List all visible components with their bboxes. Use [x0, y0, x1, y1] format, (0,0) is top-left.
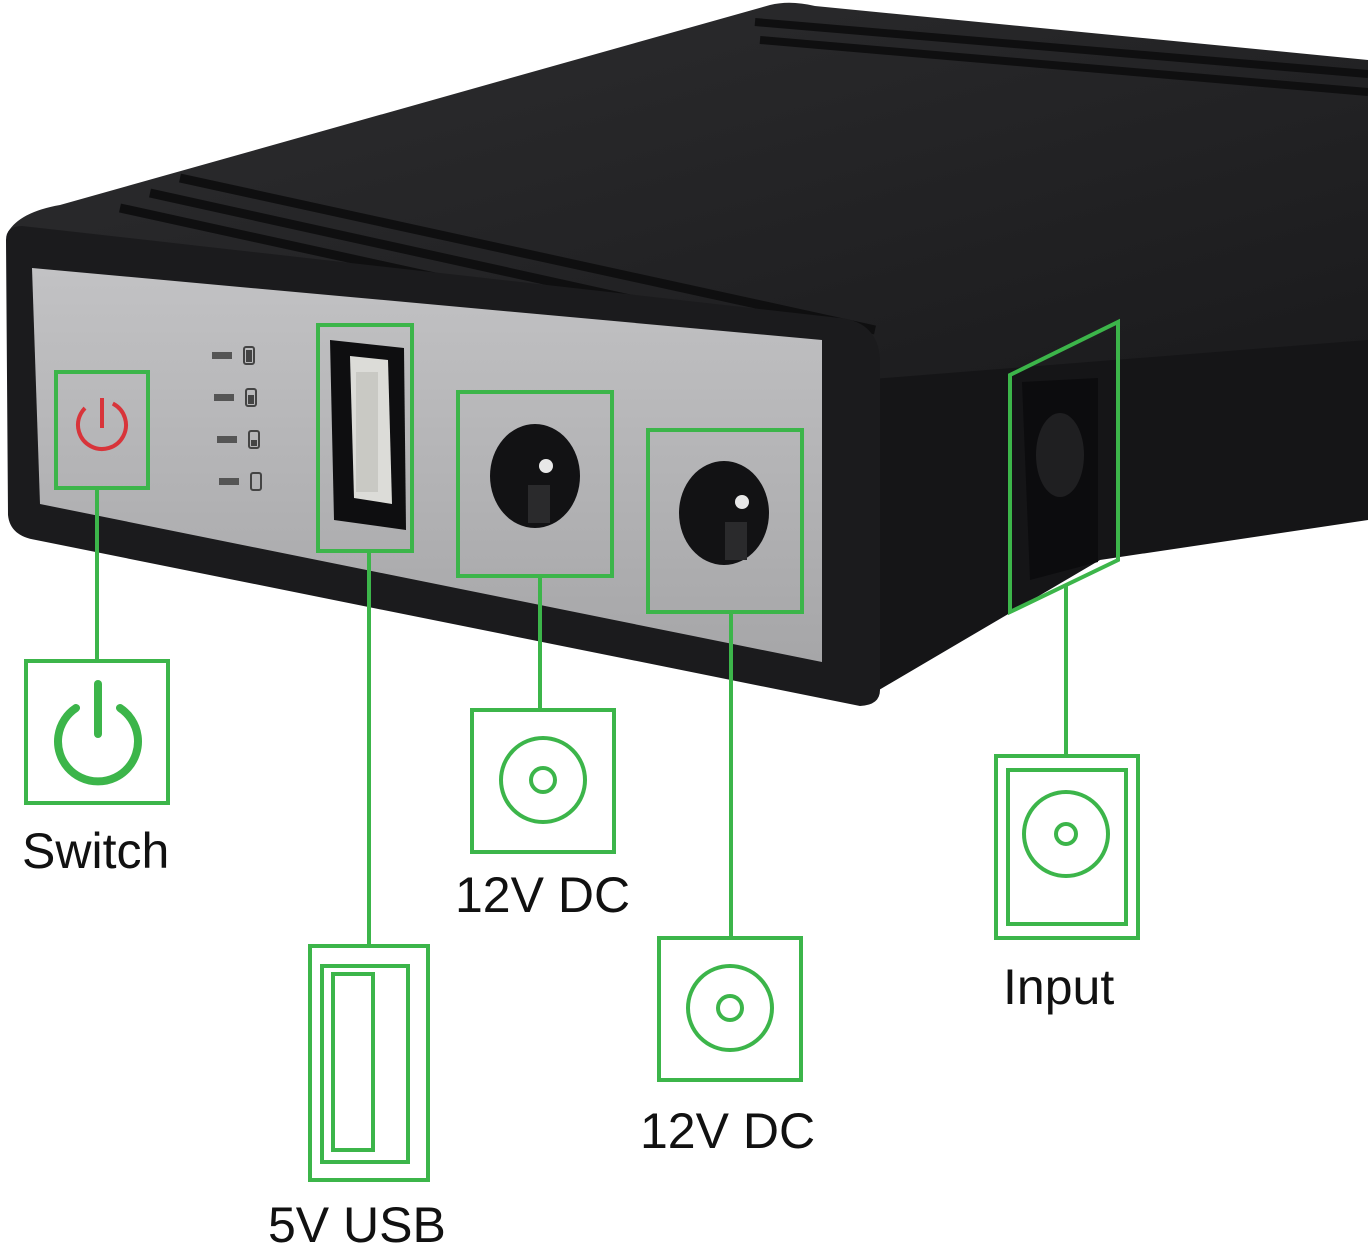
switch-highlight-box — [54, 370, 150, 490]
usb-port-icon — [331, 972, 375, 1152]
dc2-callout-icon-box — [657, 936, 803, 1082]
usb-port — [330, 340, 406, 530]
switch-label: Switch — [22, 823, 170, 879]
input-callout-icon-box — [994, 754, 1140, 940]
dc-jack-icon — [1022, 790, 1110, 878]
housing-top — [8, 2, 1368, 391]
housing-ridge — [759, 36, 1368, 96]
dc-jack-icon — [735, 495, 749, 509]
dc-jack-icon — [539, 459, 553, 473]
battery-led-row — [219, 472, 262, 491]
housing-side — [855, 340, 1368, 700]
input-label: Input — [1003, 959, 1115, 1015]
power-icon — [76, 399, 128, 451]
housing-ridge — [754, 18, 1368, 78]
usb-highlight-box — [316, 323, 414, 553]
battery-level-icon — [250, 472, 262, 491]
dc-jack-2 — [679, 461, 769, 565]
power-button[interactable] — [70, 393, 135, 458]
dc-jack-icon — [1036, 413, 1084, 497]
switch-callout-icon-box — [24, 659, 170, 805]
battery-led-row — [217, 430, 260, 449]
battery-indicators — [212, 346, 262, 491]
usb-callout-icon-box — [308, 944, 430, 1182]
dc1-highlight-box — [456, 390, 614, 578]
battery-level-icon — [245, 388, 257, 407]
dc1-callout-icon-box — [470, 708, 616, 854]
dc-jack-icon — [499, 736, 587, 824]
input-highlight-box — [1008, 318, 1120, 616]
housing-ridge — [179, 173, 876, 335]
battery-led-row — [212, 346, 255, 365]
dc-jack-icon — [686, 964, 774, 1052]
dc2-label: 12V DC — [640, 1103, 816, 1159]
usb-label: 5V USB — [268, 1197, 446, 1252]
dc-jack-1 — [490, 424, 580, 528]
battery-level-icon — [243, 346, 255, 365]
battery-led-row — [214, 388, 257, 407]
dc1-label: 12V DC — [455, 867, 631, 923]
front-panel — [32, 268, 822, 662]
power-icon — [54, 680, 142, 786]
dc2-highlight-box — [646, 428, 804, 614]
callout-lines — [54, 318, 1120, 946]
input-jack — [1022, 378, 1098, 580]
battery-level-icon — [248, 430, 260, 449]
